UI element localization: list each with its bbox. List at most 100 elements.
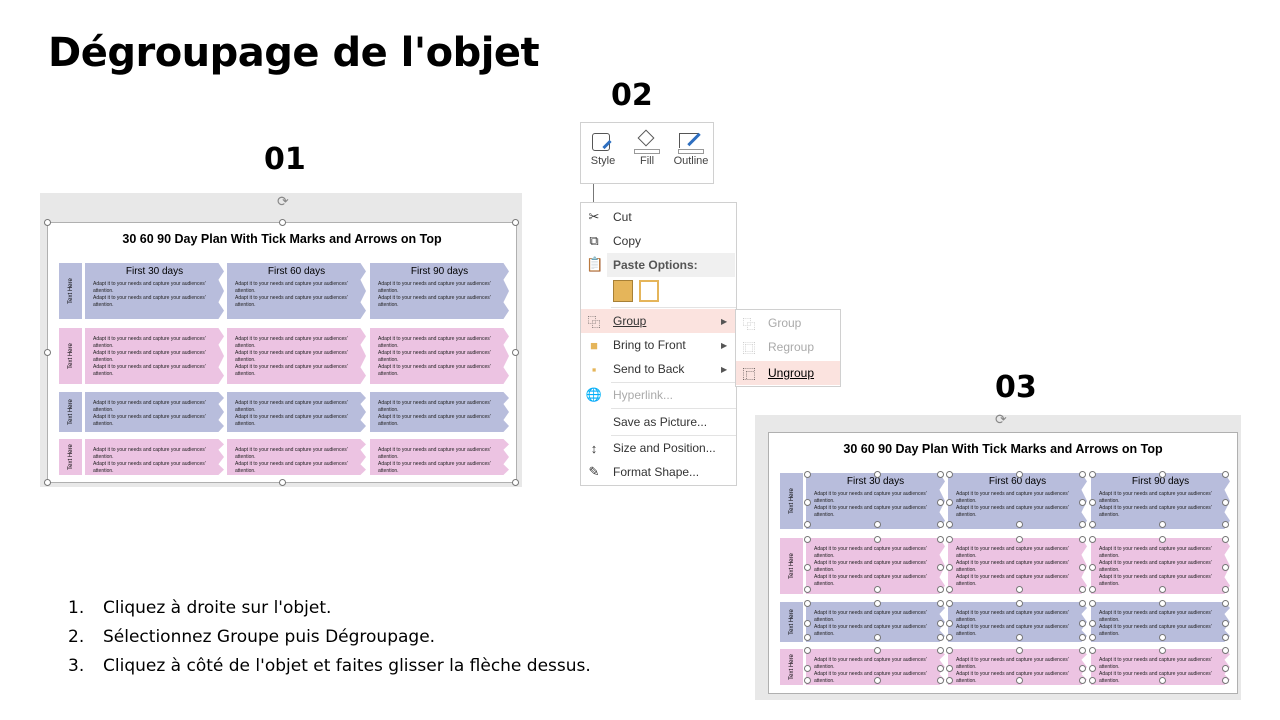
row-label[interactable]: Text Here <box>780 649 803 685</box>
selection-handle[interactable] <box>946 536 953 543</box>
selection-handle[interactable] <box>1015 647 1023 654</box>
ungrouped-plan-slide[interactable]: 30 60 90 Day Plan With Tick Marks and Ar… <box>768 432 1238 694</box>
menu-item-format-shape[interactable]: ✎Format Shape... <box>581 460 736 484</box>
menu-item-send-to-back[interactable]: ▪Send to Back▶ <box>581 357 736 381</box>
selection-handle[interactable] <box>946 471 953 478</box>
selection-handle[interactable] <box>1015 536 1023 543</box>
plan-cell[interactable]: Adapt it to your needs and capture your … <box>806 538 945 594</box>
menu-item-bring-to-front[interactable]: ■Bring to Front▶ <box>581 333 736 357</box>
selection-handle[interactable] <box>937 564 944 571</box>
selection-handle[interactable] <box>873 586 881 593</box>
selection-handle[interactable] <box>873 471 881 478</box>
selection-handle[interactable] <box>279 219 286 226</box>
selection-handle[interactable] <box>1158 471 1166 478</box>
selection-handle[interactable] <box>873 677 881 684</box>
selection-handle[interactable] <box>1089 677 1096 684</box>
selection-handle[interactable] <box>804 564 811 571</box>
menu-item-copy[interactable]: ⧉Copy <box>581 229 736 253</box>
selection-handle[interactable] <box>1222 586 1229 593</box>
menu-item-group[interactable]: ⿻Group▶ <box>581 309 736 333</box>
selection-handle[interactable] <box>1089 471 1096 478</box>
selection-handle[interactable] <box>1079 647 1086 654</box>
paste-keep-format-icon[interactable] <box>613 280 633 302</box>
selection-handle[interactable] <box>1015 521 1023 528</box>
selection-handle[interactable] <box>1222 564 1229 571</box>
selection-handle[interactable] <box>804 471 811 478</box>
row-label[interactable]: Text Here <box>780 538 803 594</box>
selection-handle[interactable] <box>937 677 944 684</box>
rotate-handle-icon[interactable]: ⟳ <box>995 411 1007 427</box>
selection-handle[interactable] <box>1015 586 1023 593</box>
plan-cell[interactable]: Adapt it to your needs and capture your … <box>1091 538 1230 594</box>
selection-handle[interactable] <box>1158 586 1166 593</box>
plan-cell[interactable]: Adapt it to your needs and capture your … <box>948 602 1087 642</box>
selection-handle[interactable] <box>1222 665 1229 672</box>
submenu-item-regroup[interactable]: ⿴Regroup <box>736 335 840 359</box>
selection-handle[interactable] <box>804 536 811 543</box>
selection-handle[interactable] <box>1079 665 1086 672</box>
submenu-item-ungroup[interactable]: ⿸Ungroup <box>736 361 840 385</box>
selection-handle[interactable] <box>937 620 944 627</box>
selection-handle[interactable] <box>1079 499 1086 506</box>
selection-handle[interactable] <box>1158 634 1166 641</box>
selection-handle[interactable] <box>1015 471 1023 478</box>
selection-handle[interactable] <box>873 647 881 654</box>
selection-handle[interactable] <box>804 521 811 528</box>
menu-item-save-as-picture[interactable]: Save as Picture... <box>581 410 736 434</box>
selection-handle[interactable] <box>1089 499 1096 506</box>
selection-handle[interactable] <box>1089 600 1096 607</box>
selection-handle[interactable] <box>1089 521 1096 528</box>
selection-handle[interactable] <box>1079 677 1086 684</box>
selection-handle[interactable] <box>804 586 811 593</box>
selection-handle[interactable] <box>873 536 881 543</box>
selection-handle[interactable] <box>937 471 944 478</box>
selection-handle[interactable] <box>937 521 944 528</box>
selection-handle[interactable] <box>804 499 811 506</box>
selection-handle[interactable] <box>1222 600 1229 607</box>
selection-handle[interactable] <box>1222 677 1229 684</box>
selection-handle[interactable] <box>1089 647 1096 654</box>
menu-item-cut[interactable]: ✂Cut <box>581 205 736 229</box>
selection-handle[interactable] <box>1222 620 1229 627</box>
selection-handle[interactable] <box>873 634 881 641</box>
selection-handle[interactable] <box>946 634 953 641</box>
selection-handle[interactable] <box>279 479 286 486</box>
submenu-item-group[interactable]: ⿻Group <box>736 311 840 335</box>
selection-handle[interactable] <box>946 521 953 528</box>
selection-handle[interactable] <box>1089 536 1096 543</box>
menu-item-size-and-position[interactable]: ↕Size and Position... <box>581 436 736 460</box>
selection-handle[interactable] <box>1089 634 1096 641</box>
selection-handle[interactable] <box>937 586 944 593</box>
selection-handle[interactable] <box>1089 620 1096 627</box>
selection-handle[interactable] <box>946 677 953 684</box>
selection-handle[interactable] <box>937 536 944 543</box>
selection-handle[interactable] <box>804 634 811 641</box>
style-button[interactable]: Style <box>583 129 623 183</box>
selection-handle[interactable] <box>873 521 881 528</box>
selection-handle[interactable] <box>44 219 51 226</box>
selection-handle[interactable] <box>1089 665 1096 672</box>
selection-handle[interactable] <box>804 665 811 672</box>
fill-button[interactable]: Fill <box>627 129 667 183</box>
selection-handle[interactable] <box>1079 564 1086 571</box>
selection-handle[interactable] <box>1222 521 1229 528</box>
selection-handle[interactable] <box>946 499 953 506</box>
selection-handle[interactable] <box>44 479 51 486</box>
selection-handle[interactable] <box>1079 620 1086 627</box>
selection-handle[interactable] <box>1079 600 1086 607</box>
selection-handle[interactable] <box>512 349 519 356</box>
selection-handle[interactable] <box>1015 600 1023 607</box>
row-label[interactable]: Text Here <box>780 602 803 642</box>
selection-handle[interactable] <box>946 647 953 654</box>
selection-handle[interactable] <box>1158 600 1166 607</box>
rotate-handle-icon[interactable]: ⟳ <box>277 193 289 209</box>
selection-handle[interactable] <box>1222 536 1229 543</box>
selection-handle[interactable] <box>1089 564 1096 571</box>
selection-handle[interactable] <box>1158 647 1166 654</box>
selection-handle[interactable] <box>937 665 944 672</box>
selection-handle[interactable] <box>44 349 51 356</box>
selection-handle[interactable] <box>512 479 519 486</box>
selection-handle[interactable] <box>1015 677 1023 684</box>
